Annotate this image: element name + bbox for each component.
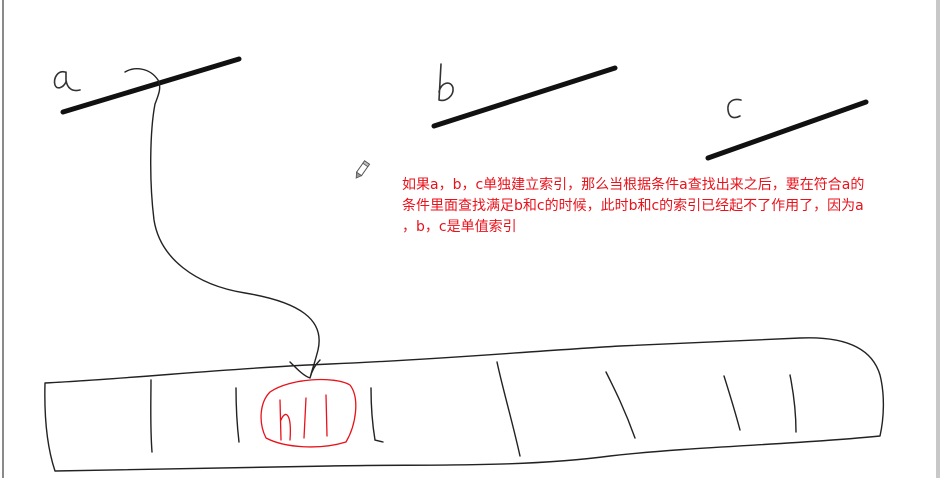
row-separator (150, 379, 153, 453)
index-line-c (705, 99, 869, 161)
index-line-a (60, 56, 242, 115)
row-separator (235, 387, 240, 443)
label-c: c (733, 109, 734, 111)
annotation-line: 条件里面查找满足b和c的时候，此时b和c的索引已经起不了作用了，因为a (402, 198, 864, 214)
pencil-cursor-icon (355, 160, 371, 179)
row-separator (370, 387, 384, 443)
label-a: a (62, 83, 63, 85)
highlight-row-mark (325, 394, 328, 437)
highlight-row-mark (303, 397, 307, 439)
index-line-b (431, 65, 618, 129)
window-right-border (936, 0, 940, 478)
row-separator (789, 374, 797, 433)
annotation-line: 如果a，b，c单独建立索引，那么当根据条件a查找出来之后，要在符合a的 (402, 177, 865, 193)
label-c-glyph (727, 98, 742, 119)
label-b-glyph (438, 63, 454, 102)
label-a-glyph (53, 70, 81, 92)
row-separator (605, 371, 636, 439)
annotation-text: 如果a，b，c单独建立索引，那么当根据条件a查找出来之后，要在符合a的 条件里面… (402, 175, 932, 238)
highlight-group (260, 378, 357, 448)
highlight-row-mark (279, 399, 292, 441)
annotation-line: ，b，c是单值索引 (402, 219, 517, 235)
row-separator (723, 375, 741, 431)
row-separator (496, 361, 521, 457)
data-strip-outline (44, 337, 885, 472)
label-b: b (446, 91, 447, 93)
pointer-curve (124, 68, 321, 379)
window-left-border (2, 0, 4, 478)
